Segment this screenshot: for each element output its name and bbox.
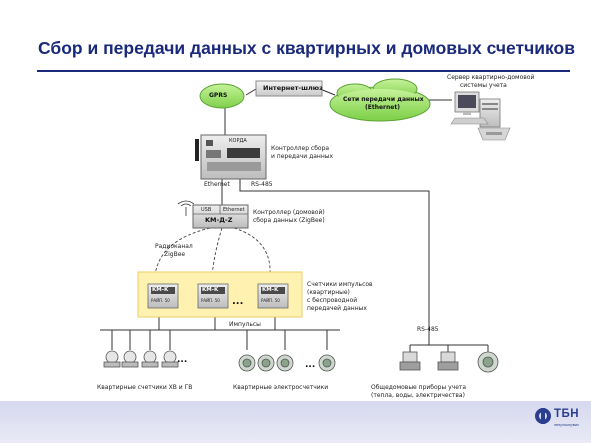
house-controller-label-2: сбора данных (ZigBee): [253, 217, 325, 224]
kmk-label-2: KM-K: [202, 287, 219, 293]
kmk-label-1: KM-K: [152, 287, 169, 293]
rs485-top-label: RS-485: [251, 181, 273, 188]
gprs-label: GPRS: [209, 92, 228, 99]
company-logo: [535, 408, 551, 424]
ethernet-port-label: Ethernet: [223, 207, 245, 213]
controller-korda-device: [195, 134, 267, 180]
internet-gateway-label: Интернет-шлюз: [263, 84, 323, 92]
controller-top-label-2: и передачи данных: [271, 153, 334, 160]
page-title: Сбор и передачи данных с квартирных и до…: [38, 38, 576, 58]
internet-gateway-box: [255, 80, 323, 97]
house-controller-label-1: Контроллер (домовой): [253, 209, 325, 216]
electric-meter-3: [276, 354, 294, 372]
line-rs485-top: [239, 179, 430, 345]
ethernet-label: Ethernet: [204, 181, 230, 188]
common-meter-heat: [399, 351, 421, 371]
pulse-counter-label-1: Счетчики импульсов: [307, 281, 373, 288]
gprs-node: [199, 83, 245, 109]
network-label-2: (Ethernet): [365, 104, 400, 111]
impulses-label: Импульсы: [229, 321, 261, 328]
emeter-ellipsis: ...: [305, 360, 316, 370]
pulse-counter-label-4: передачей данных: [307, 305, 367, 312]
radio-label-1: Радиоканал: [155, 243, 193, 250]
common-meters-label-1: Общедомовые приборы учета: [371, 384, 467, 391]
title-underline: [37, 70, 570, 72]
kmk-ellipsis: ...: [232, 296, 244, 307]
usb-port-label: USB: [201, 207, 212, 213]
logo-subtext: энергосервис: [554, 422, 580, 427]
water-meter-3: [141, 350, 159, 368]
logo-text: ТБН: [554, 408, 580, 420]
server-computer-icon: [450, 91, 511, 141]
kmk-device-2: [197, 283, 229, 309]
line-gprs-gateway: [245, 88, 257, 96]
controller-top-label-1: Контроллер сбора: [271, 145, 330, 152]
server-label-2: системы учета: [460, 82, 507, 89]
water-meter-1: [103, 350, 121, 368]
electric-meters-label: Квартирные электросчетчики: [233, 384, 329, 391]
electric-meter-4: [318, 354, 336, 372]
korda-device-label: КОРДА: [229, 138, 247, 144]
kmk-sub-1: РАЙП. 50: [151, 298, 170, 303]
radio-label-2: ZigBee: [164, 251, 186, 258]
radio-link-1: [154, 227, 211, 276]
network-cloud: [329, 78, 431, 122]
network-label-1: Сети передачи данных: [343, 96, 424, 103]
radio-links: [154, 227, 271, 276]
water-ellipsis: ...: [177, 355, 188, 365]
radio-link-2: [211, 227, 223, 276]
water-meter-icons: [103, 350, 179, 368]
footer-bar: [0, 401, 591, 443]
electric-meter-2: [257, 354, 275, 372]
network-diagram: [100, 78, 511, 373]
km-dz-label: KM-Д-Z: [205, 216, 233, 224]
rs485-bottom-label: RS-485: [417, 326, 439, 333]
water-meters-label: Квартирные счетчики ХВ и ГВ: [97, 384, 193, 391]
common-meter-electric: [477, 351, 499, 373]
pulse-counter-label-3: с беспроводной: [307, 297, 358, 304]
kmk-sub-2: РАЙП. 50: [201, 298, 220, 303]
antenna-icon: [177, 200, 195, 216]
water-meter-2: [121, 350, 139, 368]
common-meter-water: [437, 351, 459, 371]
kmk-device-3: [257, 283, 289, 309]
electric-meter-icons: [238, 354, 336, 372]
electric-meter-1: [238, 354, 256, 372]
radio-link-3: [233, 227, 271, 276]
house-controller-km-dz: [192, 204, 249, 229]
pulse-counter-label-2: (квартирные): [307, 289, 350, 296]
kmk-device-1: [147, 283, 179, 309]
kmk-sub-3: РАЙП. 50: [261, 298, 280, 303]
common-meters-label-2: (тепла, воды, электричества): [371, 392, 465, 399]
server-label-1: Сервер квартирно-домовой: [447, 74, 535, 81]
kmk-label-3: KM-K: [262, 287, 279, 293]
connector-lines: [100, 88, 489, 352]
common-meter-icons: [399, 351, 499, 373]
water-meter-4: [161, 350, 179, 368]
